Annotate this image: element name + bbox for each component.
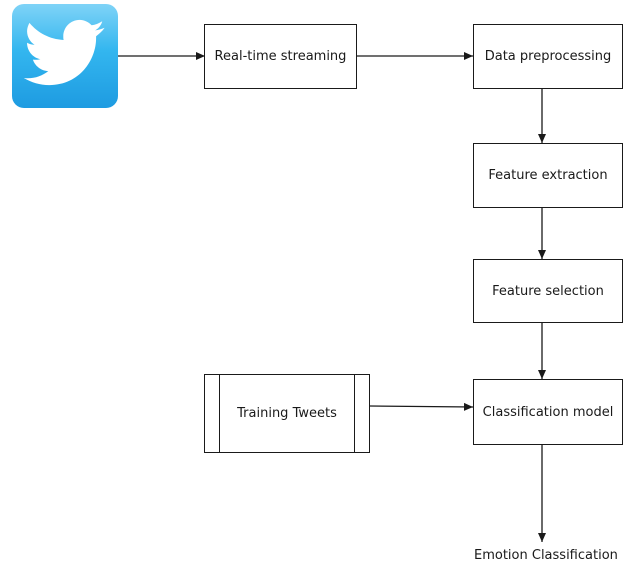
twitter-bird-icon [23,19,106,93]
node-label: Feature selection [492,283,604,299]
node-feature-selection: Feature selection [473,259,623,323]
node-label: Emotion Classification [474,548,618,563]
node-label: Training Tweets [237,406,337,421]
node-realtime-streaming: Real-time streaming [204,24,357,89]
node-feature-extraction: Feature extraction [473,143,623,208]
twitter-logo [12,4,118,108]
arrow-training-to-model [369,402,474,411]
node-label: Feature extraction [488,168,608,183]
node-training-tweets: Training Tweets [204,374,370,453]
node-label: Real-time streaming [214,49,347,64]
node-label: Classification model [482,404,614,420]
node-classification-model: Classification model [473,379,623,445]
node-emotion-classification: Emotion Classification [474,548,618,563]
node-label: Data preprocessing [484,49,612,64]
node-data-preprocessing: Data preprocessing [473,24,623,89]
